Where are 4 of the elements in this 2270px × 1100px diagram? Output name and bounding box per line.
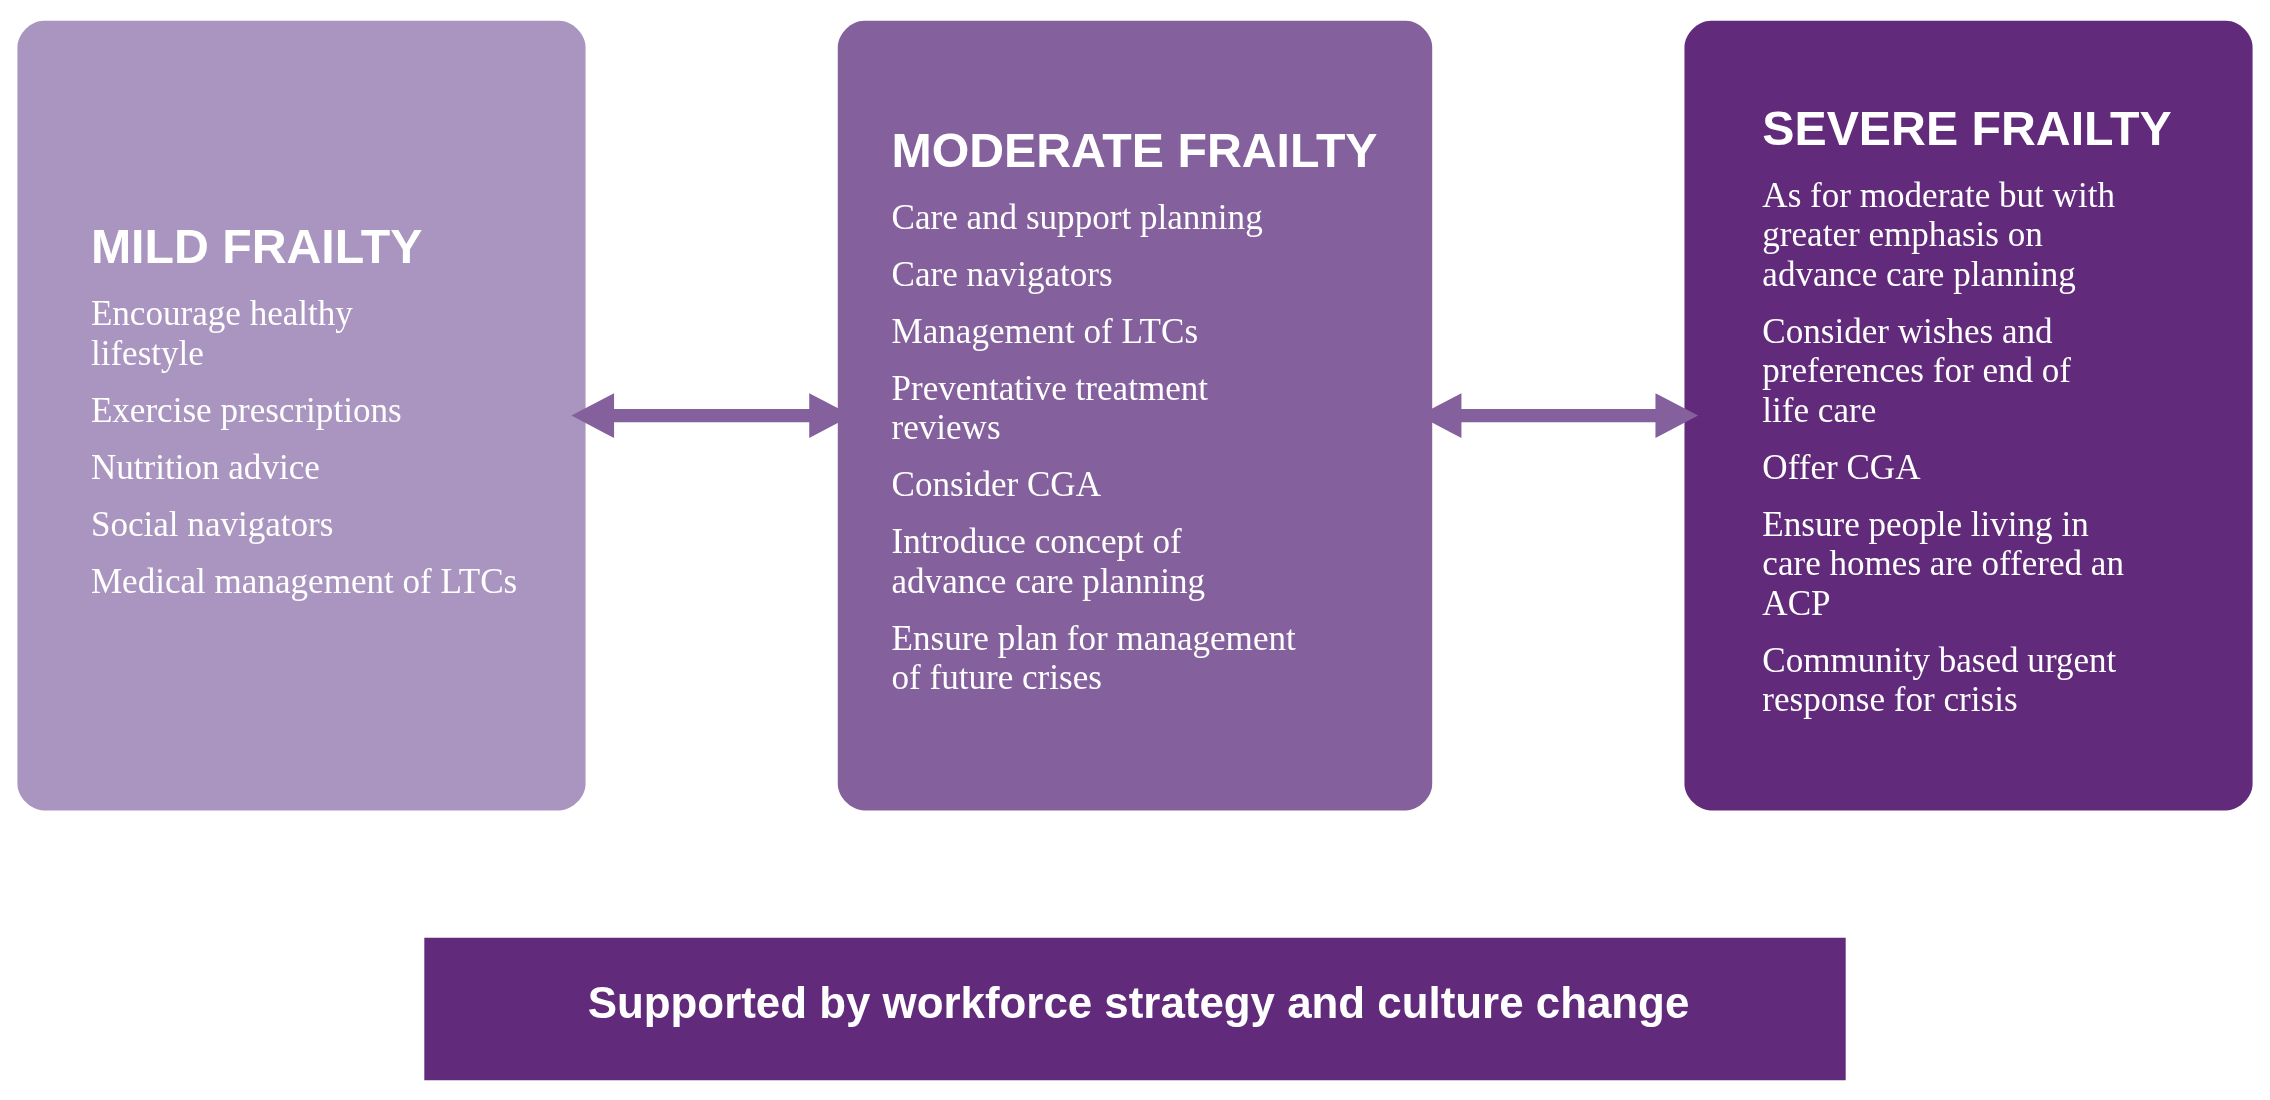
node-box: Supported by workforce strategy and culture change [424,937,1846,1080]
node-box: SEVERE FRAILTY As for moderate but with greater emphasis on advance care planning Consider wishes and preferences for end of life care Offer CGA Ensure people living in care homes are offered an ACP Community based urgent response for crisis [1684,20,2253,810]
node-box: MILD FRAILTY Encourage healthy lifestyle Exercise prescriptions Nutrition advice Social navigators Medical management of LTCs [17,20,586,810]
node-box: MODERATE FRAILTY Care and support planning Care navigators Management of LTCs Preventative treatment reviews Consider CGA Introduce concept of advance care planning Ensure plan for management of future crises [837,20,1433,810]
